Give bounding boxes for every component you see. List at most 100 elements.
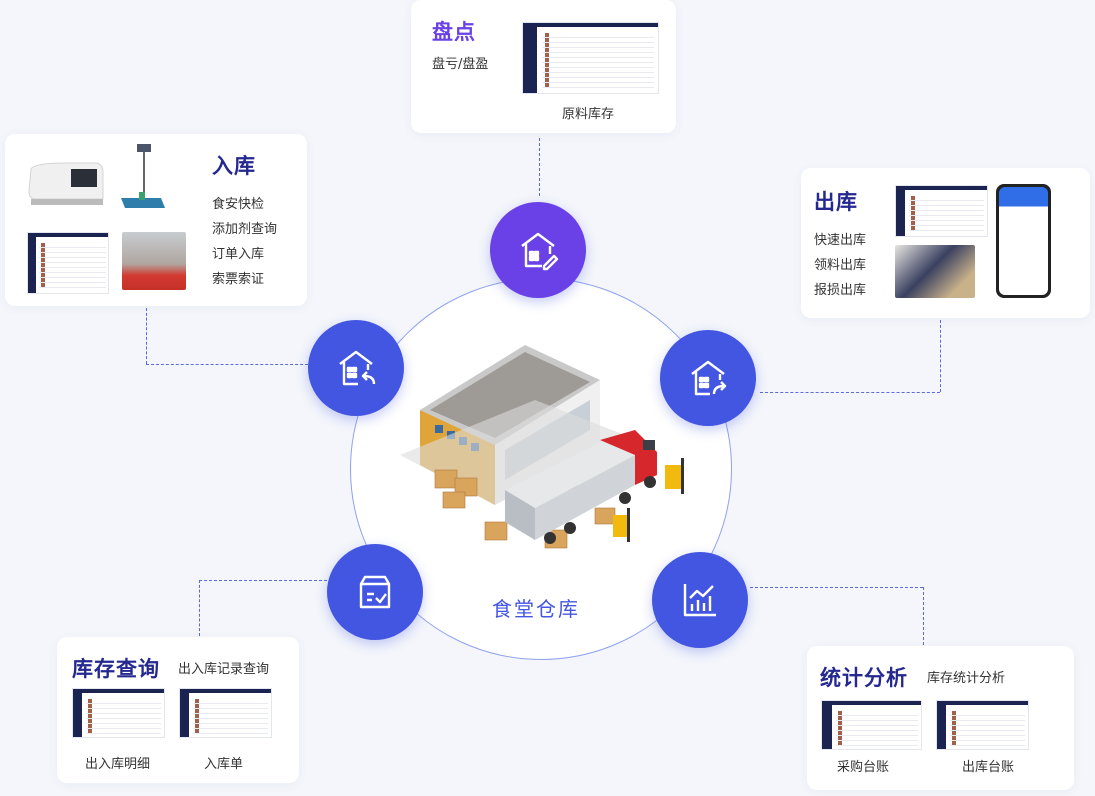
- screenshot-thumb: [837, 726, 842, 730]
- screenshot-thumb: [40, 273, 45, 277]
- node-stock-out[interactable]: [660, 330, 756, 426]
- screenshot-side: [28, 233, 36, 293]
- screenshot-row: [949, 745, 1026, 746]
- stock-out-item[interactable]: 领料出库: [814, 258, 867, 273]
- stock-out-screenshot: [895, 185, 988, 237]
- stock-query-card: 库存查询 出入库记录查询 出入库明细 入库单: [57, 637, 299, 783]
- stock-detail-screenshot: [72, 688, 165, 738]
- screenshot-thumb: [910, 211, 915, 215]
- screenshot-row: [949, 740, 1026, 741]
- stock-out-item[interactable]: 快速出库: [814, 233, 867, 248]
- screenshot-row: [835, 735, 919, 736]
- screenshot-thumb: [910, 196, 915, 200]
- screenshot-row: [908, 200, 985, 201]
- screenshot-top: [822, 701, 921, 705]
- stock-query-title: 库存查询: [72, 657, 160, 681]
- screenshot-thumb: [194, 724, 199, 728]
- statistics-card: 统计分析 库存统计分析 采购台账 出库台账: [807, 646, 1074, 790]
- inventory-check-title: 盘点: [432, 20, 476, 44]
- screenshot-thumb: [544, 63, 549, 67]
- stock-in-item[interactable]: 订单入库: [212, 247, 265, 262]
- screenshot-thumb: [194, 709, 199, 713]
- screenshot-thumb: [87, 714, 92, 718]
- connector-br-v: [923, 587, 924, 645]
- screenshot-thumb: [837, 721, 842, 725]
- screenshot-row: [541, 37, 654, 38]
- connector-right-h: [760, 392, 940, 393]
- screenshot-row: [85, 718, 162, 719]
- screenshot-thumb: [544, 73, 549, 77]
- house-edit-icon: [521, 232, 559, 271]
- stock-out-item[interactable]: 报损出库: [814, 283, 867, 298]
- screenshot-row: [85, 708, 162, 709]
- screenshot-row: [39, 252, 106, 253]
- connector-top: [539, 138, 540, 196]
- screenshot-row: [908, 230, 985, 231]
- screenshot-row: [835, 730, 919, 731]
- screenshot-top: [28, 233, 108, 237]
- bar-chart-icon: [683, 584, 716, 617]
- purchase-ledger-screenshot: [821, 700, 922, 750]
- stock-in-list: 食安快检 添加剂查询 订单入库 索票索证: [212, 192, 277, 292]
- connector-left: [146, 308, 147, 364]
- house-forward-icon: [691, 360, 727, 396]
- screenshot-row: [949, 725, 1026, 726]
- inventory-screenshot: [522, 22, 659, 94]
- statistics-title: 统计分析: [820, 666, 908, 690]
- screenshot-thumb: [544, 83, 549, 87]
- screenshot-thumb: [40, 283, 45, 287]
- screenshot-row: [85, 713, 162, 714]
- screenshot-row: [541, 57, 654, 58]
- center-label: 食堂仓库: [492, 597, 580, 621]
- inventory-check-card: 盘点 盘亏/盘盈 原料库存: [411, 0, 676, 133]
- screenshot-thumb: [544, 43, 549, 47]
- screenshot-row: [85, 733, 162, 734]
- screenshot-row: [908, 205, 985, 206]
- screenshot-row: [541, 77, 654, 78]
- screenshot-thumb: [87, 719, 92, 723]
- screenshot-thumb: [87, 724, 92, 728]
- screenshot-thumb: [87, 704, 92, 708]
- screenshot-thumb: [837, 736, 842, 740]
- screenshot-row: [541, 47, 654, 48]
- screenshot-row: [192, 733, 269, 734]
- screenshot-row: [39, 272, 106, 273]
- screenshot-thumb: [910, 221, 915, 225]
- screenshot-thumb: [544, 38, 549, 42]
- screenshot-side: [937, 701, 947, 749]
- stock-in-item[interactable]: 添加剂查询: [212, 222, 278, 237]
- screenshot-thumb: [194, 699, 199, 703]
- screenshot-thumb: [951, 741, 956, 745]
- screenshot-top: [180, 689, 271, 693]
- stock-in-item[interactable]: 索票索证: [212, 272, 265, 287]
- screenshot-row: [192, 728, 269, 729]
- node-stock-query[interactable]: [327, 544, 423, 640]
- stock-out-card: 出库 快速出库 领料出库 报损出库: [801, 168, 1090, 318]
- stock-query-caption: 出入库明细: [85, 757, 151, 772]
- screenshot-thumb: [544, 58, 549, 62]
- screenshot-thumb: [910, 206, 915, 210]
- node-statistics[interactable]: [652, 552, 748, 648]
- screenshot-row: [908, 215, 985, 216]
- screenshot-thumb: [87, 729, 92, 733]
- screenshot-thumb: [544, 48, 549, 52]
- screenshot-row: [835, 740, 919, 741]
- screenshot-row: [949, 730, 1026, 731]
- screenshot-row: [949, 735, 1026, 736]
- screenshot-thumb: [837, 716, 842, 720]
- stock-in-item[interactable]: 食安快检: [212, 197, 265, 212]
- node-inventory-check[interactable]: [490, 202, 586, 298]
- screenshot-row: [85, 728, 162, 729]
- screenshot-row: [541, 52, 654, 53]
- screenshot-row: [39, 277, 106, 278]
- connector-bl-v: [199, 580, 200, 636]
- outbound-ledger-screenshot: [936, 700, 1029, 750]
- connector-left-h: [146, 364, 308, 365]
- screenshot-row: [835, 720, 919, 721]
- screenshot-row: [192, 718, 269, 719]
- node-stock-in[interactable]: [308, 320, 404, 416]
- screenshot-thumb: [194, 714, 199, 718]
- house-return-icon: [339, 350, 376, 386]
- statistics-caption: 采购台账: [837, 760, 890, 775]
- screenshot-top: [937, 701, 1028, 705]
